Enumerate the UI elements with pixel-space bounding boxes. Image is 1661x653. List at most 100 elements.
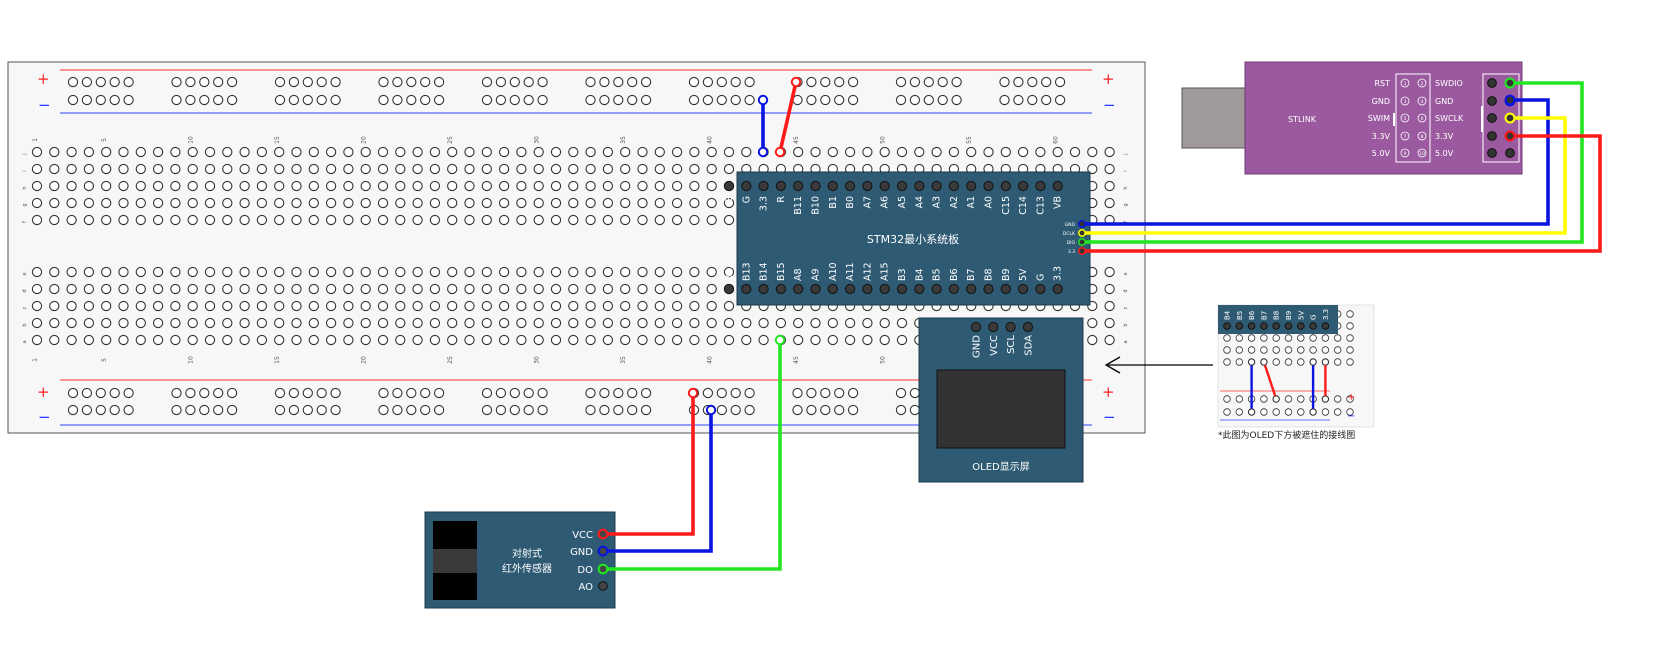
breadboard-hole — [671, 334, 683, 346]
breadboard-hole — [49, 300, 60, 312]
breadboard-hole — [325, 300, 337, 312]
stm32-bottom-pin-label: B6 — [949, 268, 960, 281]
stm32-pin-hole — [879, 283, 890, 295]
breadboard-hole — [31, 317, 43, 329]
breadboard-hole — [706, 197, 717, 209]
stm32-swd-pin — [1078, 247, 1086, 255]
breadboard-hole — [620, 300, 631, 312]
breadboard-hole — [1017, 146, 1029, 158]
breadboard-hole — [706, 300, 717, 312]
stlink-header-hole — [1487, 96, 1497, 106]
breadboard-hole — [343, 266, 354, 278]
stm32-bottom-pin-label: B8 — [984, 268, 995, 281]
inset-hole — [1346, 358, 1354, 366]
breadboard-hole — [585, 317, 596, 329]
breadboard-hole — [187, 197, 198, 209]
rail-hole — [640, 387, 652, 399]
rail-hole — [274, 76, 286, 88]
breadboard-hole — [654, 197, 665, 209]
inset-pin-label: 3.3 — [1322, 309, 1330, 320]
inset-hole — [1247, 346, 1256, 354]
breadboard-hole — [533, 300, 544, 312]
top-rail-minus-left: − — [38, 96, 51, 114]
breadboard-hole — [118, 163, 129, 175]
breadboard-hole — [758, 334, 769, 346]
stm32-swd-pin-label: DIO — [1067, 240, 1076, 246]
breadboard-hole — [689, 163, 700, 175]
rail-hole — [820, 404, 831, 416]
wire-endpoint — [774, 146, 786, 158]
rail-hole — [226, 76, 238, 88]
breadboard-hole — [360, 334, 371, 346]
rail-hole — [495, 76, 507, 88]
breadboard-hole — [395, 146, 406, 158]
breadboard-hole — [256, 180, 268, 192]
breadboard-hole — [896, 146, 908, 158]
breadboard-hole — [429, 180, 441, 192]
breadboard-hole — [516, 266, 527, 278]
breadboard-hole — [222, 197, 233, 209]
breadboard-hole — [256, 146, 268, 158]
breadboard-hole — [810, 317, 821, 329]
stm32-top-pin-label: R — [776, 196, 787, 203]
breadboard-hole — [343, 283, 354, 295]
breadboard-hole — [308, 214, 319, 226]
inset-hole — [1297, 334, 1305, 342]
breadboard-hole — [862, 334, 873, 346]
inset-pin-label: B6 — [1248, 310, 1256, 320]
rail-hole — [834, 387, 845, 399]
breadboard-hole — [274, 266, 285, 278]
breadboard-hole — [135, 146, 146, 158]
stm32-top-pin-label: VB — [1053, 196, 1064, 209]
breadboard-hole — [620, 180, 631, 192]
breadboard-hole — [654, 266, 665, 278]
rail-hole — [123, 94, 134, 106]
wire-endpoint — [705, 404, 717, 416]
breadboard-hole — [654, 283, 665, 295]
inset-hole — [1346, 346, 1354, 354]
breadboard-hole — [291, 283, 302, 295]
rail-hole — [744, 94, 755, 106]
breadboard-hole — [568, 214, 579, 226]
breadboard-hole — [274, 146, 285, 158]
stm32-top-pin-label: A6 — [880, 196, 891, 209]
stm32-top-pin-label: B1 — [828, 196, 839, 209]
breadboard-hole — [239, 266, 250, 278]
breadboard-hole — [896, 334, 908, 346]
row-letter: g — [1123, 203, 1129, 206]
breadboard-hole — [447, 180, 458, 192]
inset-hole — [1260, 346, 1268, 354]
breadboard-hole — [637, 317, 648, 329]
inset-pin-label: G — [1310, 315, 1318, 320]
breadboard-hole — [170, 283, 181, 295]
breadboard-hole — [516, 300, 527, 312]
rail-hole — [847, 94, 859, 106]
inset-pin-hole — [1223, 322, 1231, 330]
breadboard-hole — [741, 317, 752, 329]
breadboard-hole — [274, 300, 285, 312]
stm32-top-pin-label: B11 — [793, 196, 804, 215]
breadboard-hole — [447, 317, 458, 329]
breadboard-hole — [429, 300, 441, 312]
breadboard-hole — [1104, 283, 1115, 295]
inset-hole — [1284, 408, 1293, 416]
breadboard-hole — [585, 266, 596, 278]
stm32-top-pin-label: 3.3 — [759, 196, 770, 211]
breadboard-hole — [689, 334, 700, 346]
row-letter: d — [22, 289, 28, 292]
inset-hole — [1260, 334, 1268, 342]
rail-hole — [81, 387, 93, 399]
breadboard-hole — [654, 334, 665, 346]
breadboard-hole — [706, 266, 717, 278]
breadboard-hole — [31, 180, 43, 192]
breadboard-hole — [256, 300, 268, 312]
breadboard-hole — [793, 146, 804, 158]
breadboard-hole — [239, 283, 250, 295]
sensor-pin-label: AO — [578, 582, 593, 593]
breadboard-hole — [170, 214, 181, 226]
stm32-bottom-pin-label: B12 — [724, 262, 735, 281]
stlink-pin-number: 4 — [1421, 99, 1424, 105]
rail-hole — [895, 404, 907, 416]
breadboard-hole — [550, 197, 562, 209]
